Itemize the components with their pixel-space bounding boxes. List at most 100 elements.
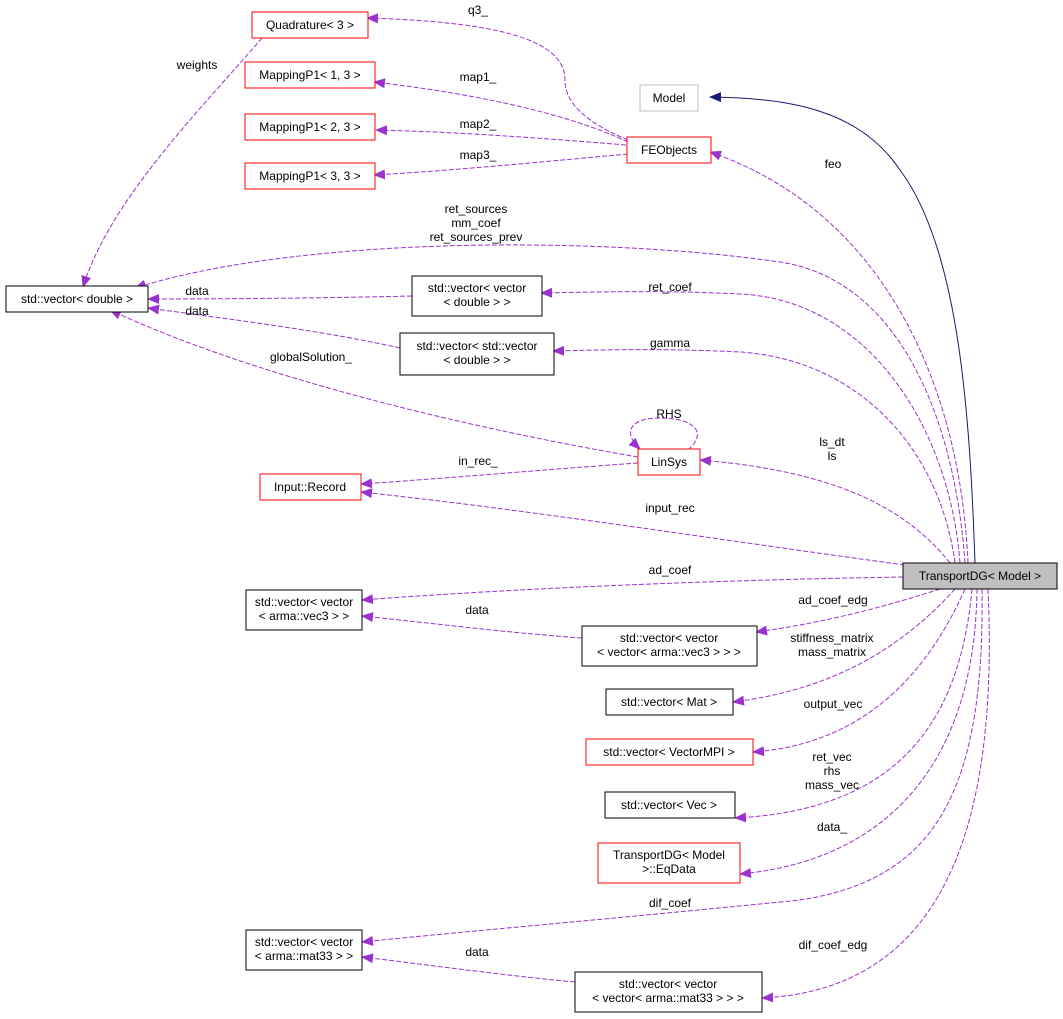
text-line: ret_sources_prev: [430, 230, 523, 244]
text-line: data_: [817, 820, 847, 834]
svg-text:std::vector< double >: std::vector< double >: [21, 292, 133, 306]
node-mapping-p1-2-3[interactable]: MappingP1< 2, 3 >: [244, 113, 376, 141]
node-vector-vector-vector-mat33[interactable]: std::vector< vector< vector< arma::mat33…: [574, 971, 763, 1013]
text-line: < vector< arma::vec3 > > >: [597, 645, 741, 659]
edge-input-rec: [360, 488, 906, 566]
node-vector-vector-double[interactable]: std::vector< vector< double > >: [411, 275, 543, 317]
edge-label-output-vec: output_vec: [804, 697, 863, 711]
text-line: dif_coef: [649, 896, 692, 910]
text-line: std::vector< Vec >: [621, 798, 717, 812]
text-line: weights: [176, 58, 218, 72]
edge-ls: [699, 455, 951, 564]
svg-text:std::vector< vector< vector< a: std::vector< vector< vector< arma::vec3 …: [597, 631, 741, 659]
text-line: < vector< arma::mat33 > > >: [592, 991, 744, 1005]
svg-text:Model: Model: [653, 91, 686, 105]
edge-label-map3: map3_: [460, 148, 497, 162]
edge-map2: [375, 125, 627, 146]
edge-global-solution: [109, 309, 639, 458]
edge-data-underscore: [739, 588, 978, 878]
node-vector-vectormpi[interactable]: std::vector< VectorMPI >: [585, 738, 754, 766]
svg-text:TransportDG< Model >: TransportDG< Model >: [919, 569, 1041, 583]
edge-data-2: [147, 304, 401, 349]
text-line: std::vector< Mat >: [621, 695, 717, 709]
node-vector-vector-mat33[interactable]: std::vector< vector< arma::mat33 > >: [245, 929, 363, 971]
text-line: ls_dt: [819, 435, 845, 449]
text-line: < arma::vec3 > >: [259, 609, 349, 623]
edge-rhs: [628, 417, 698, 451]
node-mapping-p1-1-3[interactable]: MappingP1< 1, 3 >: [244, 61, 376, 89]
node-vector-mat[interactable]: std::vector< Mat >: [605, 688, 734, 716]
node-quadrature[interactable]: Quadrature< 3 >: [251, 11, 369, 39]
text-line: feo: [825, 157, 842, 171]
edge-ret-vec: [734, 588, 973, 823]
text-line: stiffness_matrix: [790, 631, 873, 645]
edge-data-3: [361, 612, 583, 639]
edge-weights: [81, 37, 263, 288]
text-line: globalSolution_: [270, 350, 352, 364]
edge-label-ret-coef: ret_coef: [648, 280, 692, 294]
text-line: ret_coef: [648, 280, 692, 294]
edge-stiffness: [732, 588, 956, 706]
node-vector-vector-vec3[interactable]: std::vector< vector< arma::vec3 > >: [245, 589, 363, 631]
edge-ret-coef: [540, 287, 961, 564]
text-line: q3_: [468, 3, 488, 17]
node-vector-std-vector-double[interactable]: std::vector< std::vector< double > >: [399, 332, 555, 376]
svg-text:TransportDG< Model>::EqData: TransportDG< Model>::EqData: [613, 848, 725, 876]
node-linsys[interactable]: LinSys: [637, 448, 701, 476]
text-line: input_rec: [645, 501, 694, 515]
edge-map1: [373, 78, 629, 143]
edge-label-in-rec: in_rec_: [458, 454, 498, 468]
edge-q3: [366, 13, 629, 141]
edge-feo: [709, 150, 969, 564]
node-mapping-p1-3-3[interactable]: MappingP1< 3, 3 >: [244, 162, 376, 190]
text-line: < arma::mat33 > >: [255, 949, 353, 963]
edge-label-global-solution: globalSolution_: [270, 350, 352, 364]
edge-data-1: [147, 293, 413, 304]
text-line: ret_vec: [812, 750, 851, 764]
node-feobjects[interactable]: FEObjects: [626, 136, 712, 164]
svg-text:MappingP1< 1, 3 >: MappingP1< 1, 3 >: [259, 68, 360, 82]
edge-ad-coef-edg: [755, 588, 941, 636]
text-line: TransportDG< Model >: [919, 569, 1041, 583]
edge-in-rec: [360, 462, 639, 489]
text-line: < double > >: [443, 295, 510, 309]
svg-text:MappingP1< 2, 3 >: MappingP1< 2, 3 >: [259, 120, 360, 134]
edge-label-dif-coef: dif_coef: [649, 896, 692, 910]
svg-text:MappingP1< 3, 3 >: MappingP1< 3, 3 >: [259, 169, 360, 183]
edge-label-dif-coef-edg: dif_coef_edg: [799, 938, 868, 952]
edge-label-data-1: data: [185, 284, 209, 298]
edge-label-data-3: data: [465, 603, 489, 617]
svg-text:LinSys: LinSys: [651, 455, 687, 469]
edge-data-4: [361, 953, 576, 983]
text-line: ad_coef_edg: [798, 593, 867, 607]
edge-label-ad-coef-edg: ad_coef_edg: [798, 593, 867, 607]
text-line: MappingP1< 2, 3 >: [259, 120, 360, 134]
svg-text:std::vector< VectorMPI >: std::vector< VectorMPI >: [603, 745, 734, 759]
text-line: map3_: [460, 148, 497, 162]
text-line: std::vector< vector: [255, 595, 353, 609]
edge-label-data-4: data: [465, 945, 489, 959]
text-line: ls: [828, 449, 837, 463]
text-line: rhs: [824, 764, 841, 778]
node-vector-vec[interactable]: std::vector< Vec >: [604, 791, 736, 819]
node-vector-vector-vector-vec3[interactable]: std::vector< vector< vector< arma::vec3 …: [581, 625, 758, 667]
node-transportdg-model[interactable]: TransportDG< Model >: [902, 562, 1058, 590]
text-line: < double > >: [443, 353, 510, 367]
edge-ad-coef: [361, 576, 904, 605]
text-line: MappingP1< 3, 3 >: [259, 169, 360, 183]
node-input-record[interactable]: Input::Record: [259, 473, 362, 501]
edge-label-ad-coef: ad_coef: [649, 563, 692, 577]
text-line: map1_: [460, 70, 497, 84]
node-vector-double[interactable]: std::vector< double >: [5, 285, 149, 313]
edge-label-map2: map2_: [460, 117, 497, 131]
node-model[interactable]: Model: [639, 84, 699, 112]
text-line: dif_coef_edg: [799, 938, 868, 952]
node-transportdg-eqdata[interactable]: TransportDG< Model>::EqData: [597, 842, 741, 884]
edge-map3: [373, 153, 629, 180]
svg-text:std::vector< std::vector< doub: std::vector< std::vector< double > >: [416, 339, 537, 367]
text-line: gamma: [650, 336, 690, 350]
text-line: output_vec: [804, 697, 863, 711]
